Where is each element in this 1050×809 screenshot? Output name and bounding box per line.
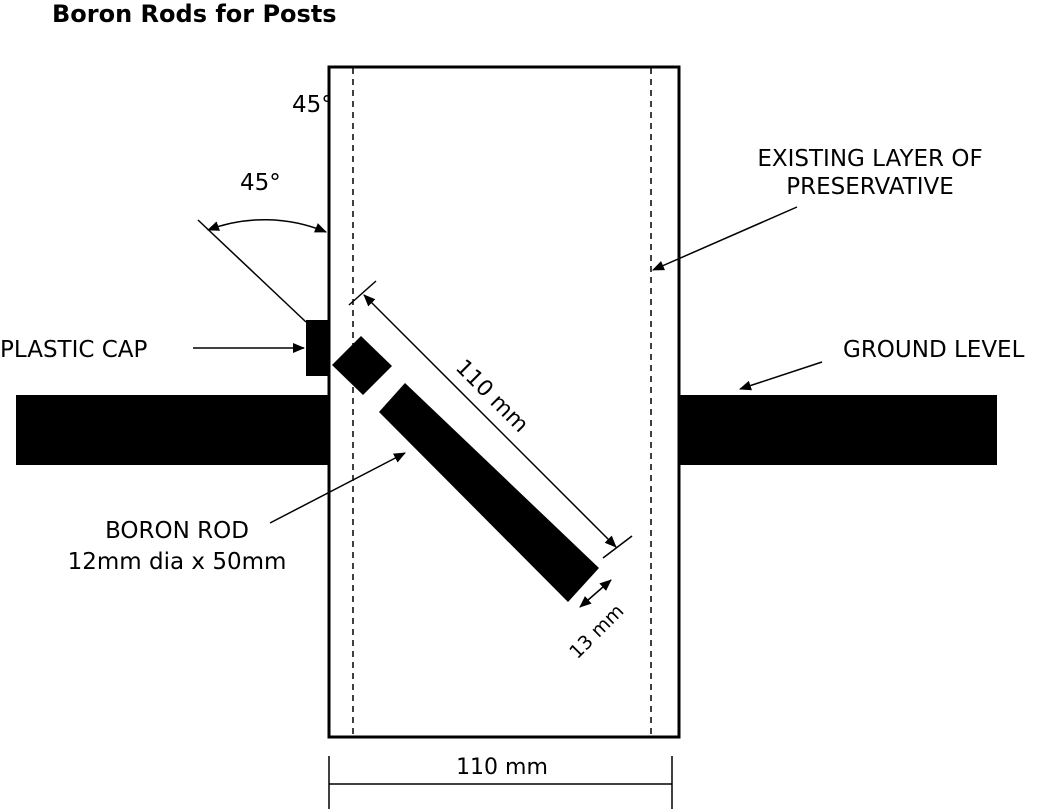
boron-rod-leader: [269, 452, 406, 524]
diagram-title: Boron Rods for Posts: [52, 0, 337, 28]
angle-arc: [207, 218, 327, 233]
ground-level-leader: [739, 361, 823, 391]
offset-dimension: [579, 579, 612, 608]
boron-rod-label-line2: 12mm dia x 50mm: [68, 549, 287, 575]
ground-level-label: GROUND LEVEL: [843, 337, 1025, 363]
plastic-cap-label: PLASTIC CAP: [0, 337, 148, 363]
preservative-label-line2: PRESERVATIVE: [786, 174, 954, 200]
ground-bar-right: [679, 395, 997, 465]
preservative-label-line1: EXISTING LAYER OF: [757, 146, 982, 172]
post-width-label: 110 mm: [456, 755, 548, 780]
hole-length-dimension: [363, 294, 617, 548]
angle-label-arc: 45°: [240, 170, 281, 196]
plastic-cap: [306, 320, 329, 376]
boron-rod-label-line1: BORON ROD: [105, 518, 249, 544]
angle-reference-line: [197, 219, 307, 323]
hole-length-tick-top: [348, 280, 377, 306]
hole-length-tick-bottom: [602, 535, 633, 559]
ground-bar-left: [16, 395, 329, 465]
angle-label-top: 45°: [292, 92, 333, 118]
preservative-leader: [652, 206, 798, 271]
